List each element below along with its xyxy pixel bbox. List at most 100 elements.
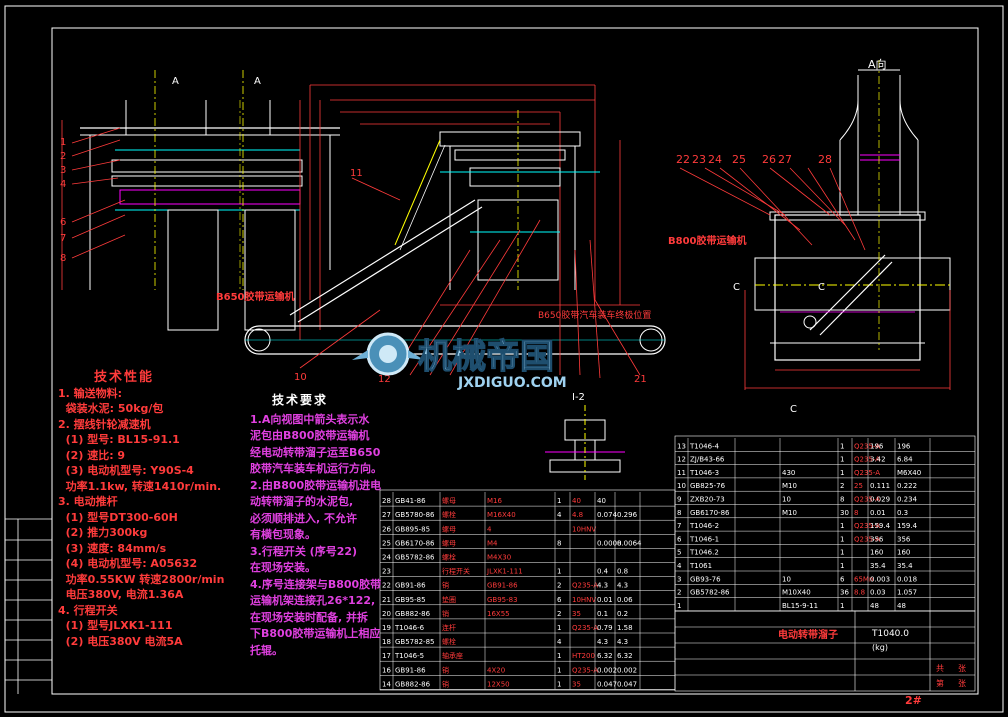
table-cell: 10HNV bbox=[572, 596, 596, 604]
tech-performance-line: 4. 行程开关 bbox=[58, 603, 118, 617]
table-cell: 1 bbox=[677, 602, 681, 610]
view-label-a2: A bbox=[254, 76, 261, 87]
table-cell: HT200 bbox=[572, 652, 595, 660]
table-cell: 0.296 bbox=[617, 511, 638, 519]
section-label-c2: C bbox=[818, 282, 825, 293]
svg-text:26: 26 bbox=[762, 153, 776, 166]
table-cell: 26 bbox=[382, 525, 391, 533]
svg-text:2: 2 bbox=[60, 151, 66, 162]
table-cell: 0.03 bbox=[870, 589, 886, 597]
table-cell: T1046-5 bbox=[394, 652, 424, 660]
table-cell: Q235-A bbox=[854, 535, 880, 543]
watermark-cn: 机械帝国 bbox=[418, 337, 554, 377]
svg-text:3: 3 bbox=[60, 165, 66, 176]
table-cell: 10 bbox=[782, 496, 791, 504]
table-cell: 4 bbox=[487, 525, 492, 533]
table-cell: GB41-86 bbox=[395, 497, 426, 505]
table-cell: 0.2 bbox=[617, 610, 628, 618]
table-cell: T1046-1 bbox=[689, 535, 719, 543]
tech-requirements-line: 胶带汽车装车机运行方向。 bbox=[250, 462, 382, 475]
table-cell: 35.4 bbox=[870, 562, 886, 570]
label-b800-conveyor: B800胶带运输机 bbox=[668, 234, 747, 247]
table-cell: 1 bbox=[557, 624, 561, 632]
tech-performance-line: 2. 摆线针轮减速机 bbox=[58, 417, 151, 431]
table-cell: 0.002 bbox=[597, 666, 617, 674]
section-label-c1: C bbox=[733, 282, 740, 293]
table-cell: 10 bbox=[782, 575, 791, 583]
table-cell: 30 bbox=[840, 509, 849, 517]
table-cell: 27 bbox=[382, 511, 391, 519]
table-cell: 轴承座 bbox=[442, 651, 463, 660]
table-cell: 8.8 bbox=[854, 589, 865, 597]
table-cell: 65Mn bbox=[854, 575, 873, 583]
table-cell: 0.003 bbox=[870, 575, 890, 583]
tech-performance-line: 1. 输送物料: bbox=[58, 386, 123, 400]
binding-strip bbox=[5, 518, 52, 694]
table-cell: 螺栓 bbox=[442, 637, 456, 646]
table-cell: 6.84 bbox=[897, 456, 913, 464]
table-cell: 螺母 bbox=[442, 524, 456, 533]
table-cell: 1 bbox=[557, 568, 561, 576]
table-cell: 2 bbox=[557, 610, 561, 618]
svg-text:7: 7 bbox=[60, 233, 66, 244]
tech-performance-line: (1) 型号JLXK1-111 bbox=[58, 619, 173, 632]
table-cell: GB5782-85 bbox=[395, 638, 434, 646]
table-cell: 0.029 bbox=[870, 496, 890, 504]
table-cell: 4 bbox=[677, 562, 682, 570]
table-cell: 10 bbox=[677, 482, 686, 490]
table-cell: GB6170-86 bbox=[395, 539, 435, 547]
svg-text:24: 24 bbox=[708, 153, 722, 166]
section-label-c3: C bbox=[790, 404, 797, 415]
table-cell: 0.111 bbox=[870, 482, 890, 490]
tech-performance-line: (2) 速比: 9 bbox=[58, 448, 126, 462]
table-cell: 4.3 bbox=[617, 638, 628, 646]
table-cell: T1046.2 bbox=[689, 549, 719, 557]
table-cell: 3 bbox=[677, 575, 681, 583]
table-cell: 0.06 bbox=[617, 596, 633, 604]
table-cell: M16 bbox=[487, 497, 502, 505]
tech-requirements-line: 托辊。 bbox=[250, 643, 283, 657]
label-b650-conveyor: B650胶带运输机 bbox=[216, 290, 295, 303]
table-cell: 1 bbox=[840, 442, 844, 450]
tech-performance-line: 功率0.55KW 转速2800r/min bbox=[58, 572, 225, 586]
table-cell: 8 bbox=[854, 509, 858, 517]
table-cell: 0.1 bbox=[597, 610, 608, 618]
table-cell: 6.32 bbox=[597, 652, 613, 660]
table-cell: GB5780-86 bbox=[395, 511, 435, 519]
tech-requirements-line: 必须顺排进入, 不允许 bbox=[250, 511, 358, 525]
svg-text:28: 28 bbox=[818, 153, 832, 166]
table-cell: 0.002 bbox=[617, 666, 637, 674]
watermark-logo bbox=[352, 332, 424, 376]
label-i2: I-2 bbox=[572, 392, 585, 403]
table-cell: M10 bbox=[782, 482, 797, 490]
tech-requirements-line: 1.A向视图中箭头表示水 bbox=[250, 412, 370, 426]
svg-text:第: 第 bbox=[936, 678, 944, 688]
table-cell: JLXK1-111 bbox=[486, 568, 523, 576]
table-cell: T1061 bbox=[689, 562, 712, 570]
label-b650-position: B650胶带汽车装车终极位置 bbox=[538, 309, 651, 321]
table-cell: 垫圈 bbox=[442, 595, 456, 604]
table-cell: 0.074 bbox=[597, 511, 618, 519]
table-cell: ZXB20-73 bbox=[690, 496, 725, 504]
tech-performance-line: (1) 型号: BL15-91.1 bbox=[58, 433, 180, 446]
table-cell: 4X20 bbox=[487, 666, 505, 674]
table-cell: 0.4 bbox=[597, 568, 609, 576]
svg-text:25: 25 bbox=[732, 153, 746, 166]
tech-requirements-line: 在现场安装时配备, 并拆 bbox=[250, 610, 369, 624]
drawing-outer-frame bbox=[4, 5, 1004, 713]
table-cell: GB6170-86 bbox=[690, 509, 730, 517]
table-cell: GB91-86 bbox=[395, 666, 426, 674]
table-cell: GB91-86 bbox=[487, 582, 518, 590]
table-cell: 6 bbox=[557, 596, 562, 604]
table-cell: 13 bbox=[677, 442, 686, 450]
left-elevation-view bbox=[61, 70, 340, 340]
tech-requirements-notes: 技术要求 1.A向视图中箭头表示水泥包由B800胶带运输机经电动转带溜子运至B6… bbox=[250, 392, 390, 659]
table-cell: 4.3 bbox=[597, 582, 608, 590]
table-cell: 19 bbox=[382, 624, 391, 632]
table-cell: 螺母 bbox=[442, 496, 456, 505]
sheet-size: 2# bbox=[905, 694, 922, 707]
table-cell: GB5782-86 bbox=[395, 554, 435, 562]
table-cell: 销 bbox=[442, 679, 449, 688]
tech-requirements-line: 下B800胶带运输机上相应 bbox=[250, 627, 381, 640]
